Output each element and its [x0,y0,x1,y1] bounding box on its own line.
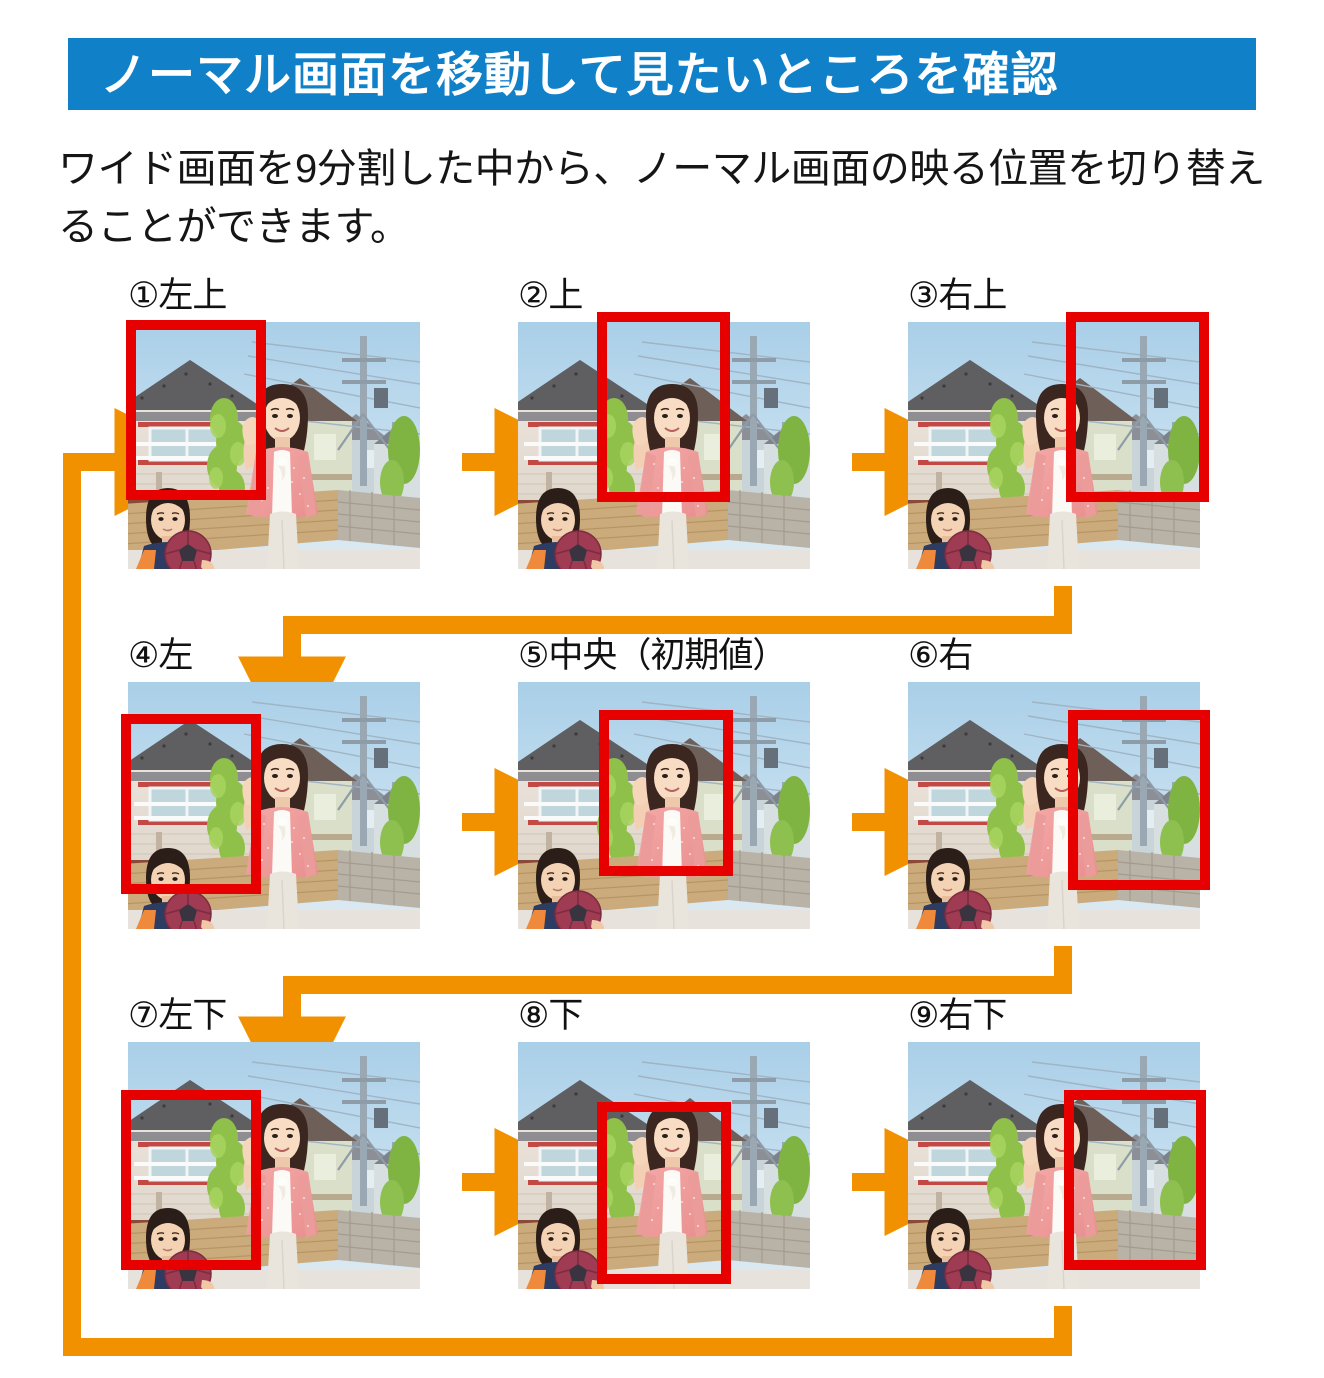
scene-photo-wrapper [128,682,420,929]
intro-paragraph: ワイド画面を9分割した中から、ノーマル画面の映る位置を切り替えることができます。 [58,147,1265,249]
grid-cell-label-③: ③右上 [908,276,1007,315]
scene-photo-wrapper [518,1042,810,1289]
preview-thumbnail-③[interactable] [908,312,1209,569]
grid-cell-⑧[interactable]: ⑧下 [518,998,810,1289]
grid-cell-④[interactable]: ④左 [121,636,420,929]
grid-cell-label-①: ①左上 [128,276,227,315]
scene-photo-wrapper [128,1042,420,1289]
preview-thumbnail-⑨[interactable] [908,1042,1206,1289]
scene-photo [908,322,1200,569]
grid-cell-label-⑨: ⑨右下 [908,996,1007,1035]
scene-photo [128,682,420,929]
grid-cell-label-④: ④左 [128,636,193,675]
scene-photo [518,322,810,569]
grid-cell-⑨[interactable]: ⑨右下 [908,996,1206,1289]
scene-photo-wrapper [908,322,1200,569]
scene-photo-wrapper [518,322,810,569]
header-banner: ノーマル画面を移動して見たいところを確認 [68,38,1256,110]
scene-photo-wrapper [908,682,1200,929]
scene-photo [518,1042,810,1289]
grid-cell-⑤[interactable]: ⑤中央（初期値） [518,638,810,929]
grid-cell-⑥[interactable]: ⑥右 [908,636,1210,929]
grid-cell-⑦[interactable]: ⑦左下 [121,996,420,1289]
preview-thumbnail-⑦[interactable] [121,1042,420,1289]
grid-cell-label-⑦: ⑦左下 [128,996,227,1035]
scene-photo [128,1042,420,1289]
grid-cell-②[interactable]: ②上 [518,278,810,569]
preview-thumbnail-②[interactable] [518,312,810,569]
scene-photo [908,682,1200,929]
grid-cell-①[interactable]: ①左上 [126,276,420,569]
scene-photo [518,682,810,929]
page-title: ノーマル画面を移動して見たいところを確認 [100,47,1059,101]
preview-thumbnail-①[interactable] [126,320,420,569]
grid-cell-label-⑧: ⑧下 [518,996,583,1035]
scene-photo-wrapper [128,322,420,569]
preview-thumbnail-⑥[interactable] [908,682,1210,929]
preview-thumbnail-⑧[interactable] [518,1042,810,1289]
grid-cell-label-②: ②上 [518,276,583,315]
scene-photo-wrapper [908,1042,1200,1289]
grid-cell-label-⑥: ⑥右 [908,636,973,675]
scene-photo [908,1042,1200,1289]
preview-thumbnail-④[interactable] [121,682,420,929]
grid-cell-③[interactable]: ③右上 [908,276,1209,569]
scene-photo-wrapper [518,682,810,929]
scene-photo [128,322,420,569]
preview-thumbnail-⑤[interactable] [518,682,810,929]
grid-cell-label-⑤: ⑤中央（初期値） [518,636,787,675]
